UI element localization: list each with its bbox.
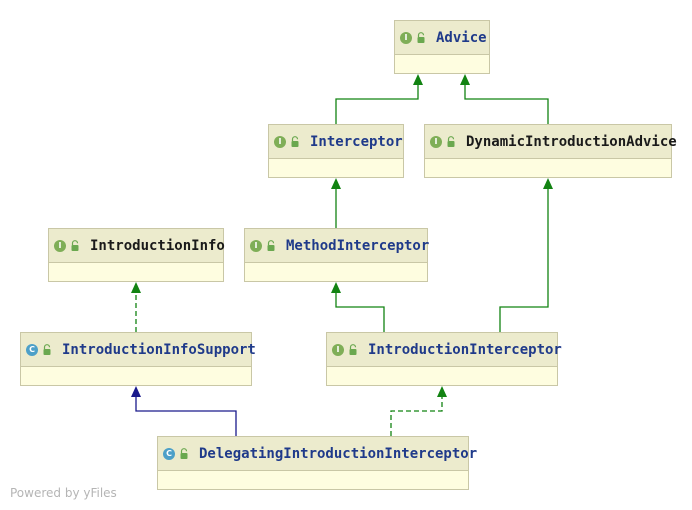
node-title: MethodInterceptor [286, 237, 430, 254]
node-header: I DynamicIntroductionAdvice [425, 125, 677, 159]
node-title: IntroductionInterceptor [368, 341, 562, 358]
edge-dynamic-introduction-advice-to-advice [460, 74, 549, 124]
node-introduction-info-support[interactable]: C IntroductionInfoSupport [20, 332, 256, 386]
lock-icon [43, 343, 51, 355]
lock-icon [291, 135, 299, 147]
node-header: I MethodInterceptor [245, 229, 430, 263]
node-title: DynamicIntroductionAdvice [466, 133, 677, 150]
edge-introduction-interceptor-to-method-interceptor [331, 282, 385, 332]
node-header: C IntroductionInfoSupport [21, 333, 256, 367]
lock-icon [267, 239, 275, 251]
lock-icon [71, 239, 79, 251]
edge-delegating-introduction-interceptor-to-introduction-interceptor [390, 386, 447, 436]
node-title: IntroductionInfoSupport [62, 341, 256, 358]
node-header: I IntroductionInfo [49, 229, 225, 263]
node-header: I Advice [395, 21, 489, 55]
node-title: DelegatingIntroductionInterceptor [199, 445, 478, 462]
edge-method-interceptor-to-interceptor [331, 178, 341, 228]
edge-delegating-introduction-interceptor-to-introduction-info-support [131, 386, 237, 436]
lock-icon [417, 31, 425, 43]
class-icon: C [163, 447, 175, 460]
node-delegating-introduction-interceptor[interactable]: C DelegatingIntroductionInterceptor [157, 436, 477, 490]
interface-icon: I [400, 31, 412, 44]
interface-icon: I [274, 135, 286, 148]
edge-introduction-info-support-to-introduction-info [131, 282, 141, 332]
edge-introduction-interceptor-to-dynamic-introduction-advice [499, 178, 553, 332]
interface-icon: I [332, 343, 344, 356]
node-introduction-interceptor[interactable]: I IntroductionInterceptor [326, 332, 562, 386]
edge-interceptor-to-advice [335, 74, 423, 124]
node-title: Advice [436, 29, 487, 46]
node-advice[interactable]: I Advice [394, 20, 490, 74]
interface-icon: I [430, 135, 442, 148]
node-header: C DelegatingIntroductionInterceptor [158, 437, 477, 471]
node-method-interceptor[interactable]: I MethodInterceptor [244, 228, 430, 282]
interface-icon: I [250, 239, 262, 252]
node-header: I IntroductionInterceptor [327, 333, 562, 367]
node-introduction-info[interactable]: I IntroductionInfo [48, 228, 225, 282]
node-interceptor[interactable]: I Interceptor [268, 124, 404, 178]
lock-icon [447, 135, 455, 147]
node-dynamic-introduction-advice[interactable]: I DynamicIntroductionAdvice [424, 124, 677, 178]
lock-icon [349, 343, 357, 355]
node-title: Interceptor [310, 133, 403, 150]
class-icon: C [26, 343, 38, 356]
yfiles-watermark: Powered by yFiles [10, 486, 117, 500]
interface-icon: I [54, 239, 66, 252]
lock-icon [180, 447, 188, 459]
node-header: I Interceptor [269, 125, 403, 159]
node-title: IntroductionInfo [90, 237, 225, 254]
